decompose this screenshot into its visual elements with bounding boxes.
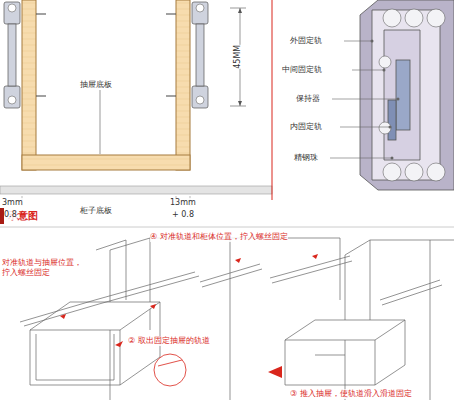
step-note: ② 取出固定抽屉的轨道 — [128, 336, 210, 346]
step-note: 对准轨道与抽屉位置，拧入螺丝固定 — [2, 258, 84, 277]
part-label: 精钢珠 — [294, 153, 318, 163]
dimension: + 0.8 — [172, 210, 194, 220]
part-label: 中间固定轨 — [282, 65, 322, 75]
step-note: ④ 对准轨道和柜体位置，拧入螺丝固定 — [150, 232, 288, 242]
part-label: 柜子底板 — [80, 206, 112, 216]
part-label: 内固定轨 — [290, 122, 322, 132]
part-label: 保持器 — [296, 94, 320, 104]
dimension: 45MM — [233, 45, 243, 69]
dimension: 13mm — [170, 198, 196, 208]
part-label: 外固定轨 — [290, 36, 322, 46]
step-note: ③ 推入抽屉，使轨道滑入滑道固定 — [290, 389, 412, 399]
part-label: 抽屉底板 — [80, 80, 112, 90]
dimension: 3mm — [2, 198, 23, 208]
dimension: 0.8 — [4, 210, 17, 220]
